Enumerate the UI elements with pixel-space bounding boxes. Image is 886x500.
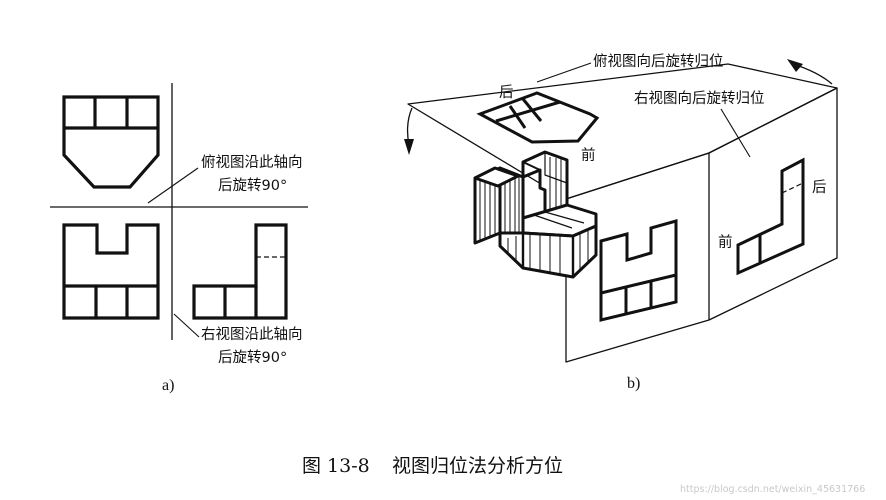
top-view bbox=[62, 95, 160, 189]
side-plane bbox=[708, 87, 838, 321]
caption-title: 视图归位法分析方位 bbox=[392, 455, 563, 477]
right-view-hidden-line bbox=[781, 182, 804, 194]
right-axis-note-line1: 右视图沿此轴向 bbox=[201, 326, 303, 343]
panel-b: 后 前 bbox=[404, 53, 838, 392]
panel-a-label: a) bbox=[162, 377, 174, 394]
top-axis-note-line2: 后旋转90° bbox=[218, 177, 287, 194]
right-plane-note: 右视图向后旋转归位 bbox=[634, 90, 765, 107]
projection-planes bbox=[407, 63, 838, 363]
rotate-side-arrowhead bbox=[787, 59, 803, 72]
right-view-front-label: 前 bbox=[718, 234, 733, 251]
panel-a: 俯视图沿此轴向 后旋转90° 右视图沿此轴向 后旋转90° a) bbox=[50, 83, 308, 394]
right-view-on-plane bbox=[736, 157, 805, 276]
isometric-object bbox=[473, 150, 598, 279]
panel-b-label: b) bbox=[627, 375, 640, 392]
top-plane-note: 俯视图向后旋转归位 bbox=[593, 53, 724, 70]
top-view-on-plane bbox=[476, 91, 600, 144]
right-plane-leader bbox=[720, 108, 751, 158]
top-axis-leader bbox=[147, 167, 199, 204]
caption-number: 图 13-8 bbox=[302, 455, 370, 477]
right-axis-note-line2: 后旋转90° bbox=[218, 349, 287, 366]
right-axis-leader bbox=[173, 313, 200, 338]
right-view bbox=[192, 223, 288, 320]
top-plane-leader bbox=[536, 62, 592, 83]
horizontal-plane bbox=[407, 63, 838, 200]
top-axis-note-line1: 俯视图沿此轴向 bbox=[201, 154, 303, 171]
front-view-on-plane bbox=[599, 219, 678, 322]
top-view-back-label: 后 bbox=[499, 84, 514, 101]
top-view-front-label: 前 bbox=[581, 147, 596, 164]
rotate-top-arrowhead bbox=[404, 139, 414, 155]
right-view-back-label: 后 bbox=[812, 179, 827, 196]
front-view bbox=[62, 223, 160, 320]
watermark: https://blog.csdn.net/weixin_45631766 bbox=[680, 484, 865, 495]
